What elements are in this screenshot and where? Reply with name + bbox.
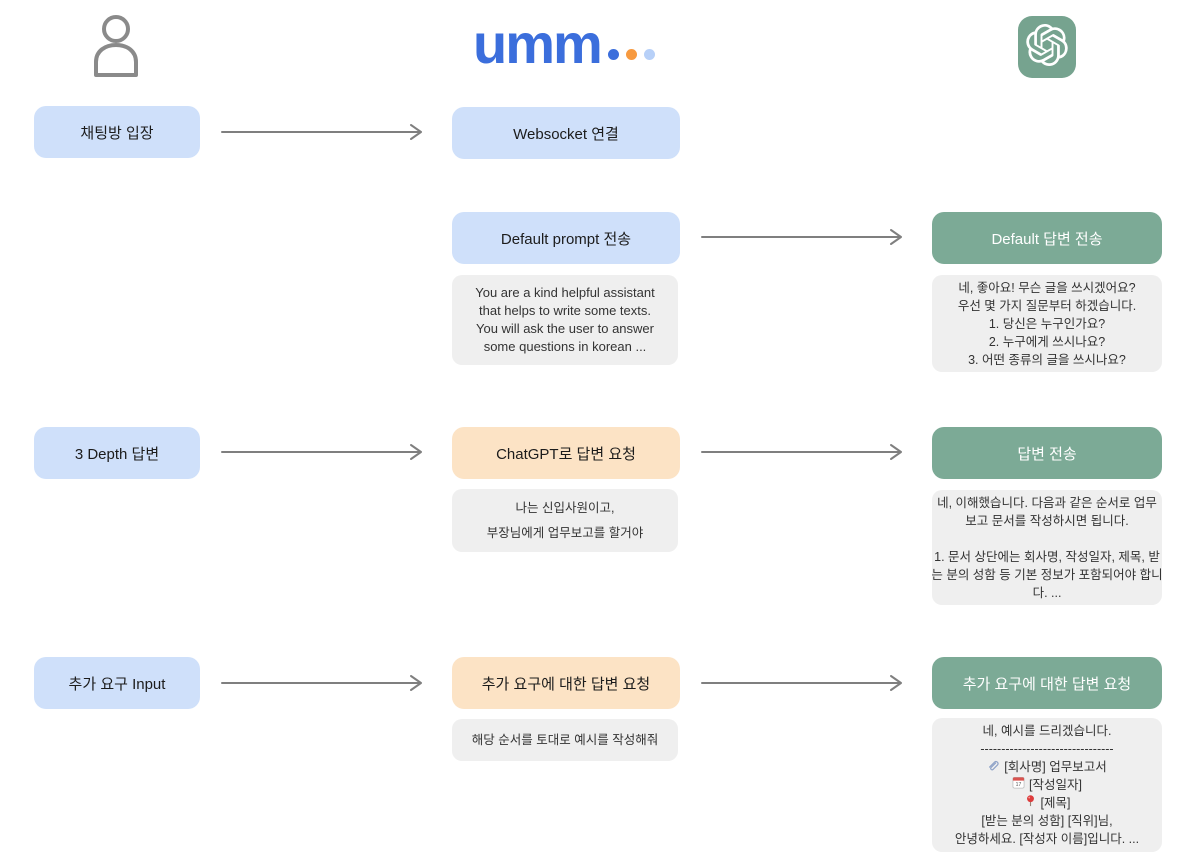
box-default-prompt-send: Default prompt 전송 (452, 212, 680, 264)
box-additional-reply: 추가 요구에 대한 답변 요청 (932, 657, 1162, 709)
chatgpt-logo-tile (1018, 16, 1076, 78)
note-line: 는 분의 성함 등 기본 정보가 포함되어야 합니 (931, 567, 1163, 582)
note-line-text: [제목] (1040, 796, 1071, 810)
note-line: 해당 순서를 토대로 예시를 작성해줘 (471, 733, 659, 747)
note-line: 나는 신입사원이고, (515, 500, 615, 515)
note-line: 다. ... (1032, 585, 1062, 600)
note-default-reply: 네, 좋아요! 무슨 글을 쓰시겠어요? 우선 몇 가지 질문부터 하겠습니다.… (932, 275, 1162, 372)
note-line: 안녕하세요. [작성자 이름]입니다. ... (955, 830, 1139, 848)
box-reply-send: 답변 전송 (932, 427, 1162, 479)
calendar-icon: 17 (1012, 776, 1025, 794)
arrow-right-icon (701, 229, 902, 245)
arrow-right-icon (221, 675, 422, 691)
logo-dot-orange (625, 49, 637, 60)
note-line-text: [작성일자] (1029, 778, 1082, 792)
note-line-text: 안녕하세요. [작성자 이름]입니다. ... (954, 832, 1140, 846)
note-line: 네, 예시를 드리겠습니다. (983, 722, 1112, 740)
logo-dot-blue (607, 49, 619, 60)
note-line: 보고 문서를 작성하시면 됩니다. (965, 513, 1129, 528)
note-line: 1. 당신은 누구인가요? (988, 316, 1106, 331)
box-default-reply-send: Default 답변 전송 (932, 212, 1162, 264)
umm-logo: umm (473, 12, 655, 75)
note-line: some questions in korean ... (483, 339, 647, 354)
note-line: [받는 분의 성함] [직위]님, (981, 812, 1112, 830)
note-line: 우선 몇 가지 질문부터 하겠습니다. (957, 298, 1137, 313)
note-line: [제목] (1024, 794, 1071, 812)
note-line-text: [받는 분의 성함] [직위]님, (981, 814, 1113, 828)
note-default-prompt: You are a kind helpful assistant that he… (452, 275, 678, 365)
note-line: that helps to write some texts. (479, 303, 651, 318)
arrow-right-icon (701, 444, 902, 460)
box-additional-input: 추가 요구 Input (34, 657, 200, 709)
box-additional-request: 추가 요구에 대한 답변 요청 (452, 657, 680, 709)
box-websocket-connect: Websocket 연결 (452, 107, 680, 159)
note-line: [회사명] 업무보고서 (987, 758, 1107, 776)
note-line: 17 [작성일자] (1012, 776, 1082, 794)
person-icon (92, 14, 140, 83)
openai-icon (1026, 23, 1068, 71)
note-reply-detail: 네, 이해했습니다. 다음과 같은 순서로 업무 보고 문서를 작성하시면 됩니… (931, 490, 1163, 605)
note-user-intro: 나는 신입사원이고, 부장님에게 업무보고를 할거야 (452, 489, 678, 552)
note-line-text: [회사명] 업무보고서 (1004, 760, 1107, 774)
note-additional-reply: 네, 예시를 드리겠습니다. -------------------------… (932, 718, 1162, 852)
box-chatgpt-request: ChatGPT로 답변 요청 (452, 427, 680, 479)
logo-dot-lightblue (643, 49, 655, 60)
arrow-right-icon (221, 444, 422, 460)
dashed-separator: -------------------------------- (980, 740, 1113, 758)
umm-logo-text: umm (473, 12, 603, 75)
note-line: 네, 이해했습니다. 다음과 같은 순서로 업무 (937, 495, 1157, 510)
paperclip-icon (987, 758, 1000, 776)
note-line: 1. 문서 상단에는 회사명, 작성일자, 제목, 받 (934, 549, 1160, 564)
note-line: 네, 좋아요! 무슨 글을 쓰시겠어요? (958, 280, 1136, 295)
note-additional-request: 해당 순서를 토대로 예시를 작성해줘 (452, 719, 678, 761)
svg-text:17: 17 (1016, 782, 1022, 788)
note-line: You are a kind helpful assistant (475, 285, 655, 300)
arrow-right-icon (701, 675, 902, 691)
arrow-right-icon (221, 124, 422, 140)
note-line-text: -------------------------------- (980, 742, 1114, 756)
note-line: 부장님에게 업무보고를 할거야 (486, 525, 644, 540)
pushpin-icon (1024, 794, 1037, 812)
note-line: You will ask the user to answer (475, 321, 654, 336)
box-3depth-answer: 3 Depth 답변 (34, 427, 200, 479)
note-line: 2. 누구에게 쓰시나요? (988, 334, 1106, 349)
note-line: 3. 어떤 종류의 글을 쓰시나요? (968, 352, 1126, 367)
note-line-text: 네, 예시를 드리겠습니다. (982, 724, 1112, 738)
box-enter-chatroom: 채팅방 입장 (34, 106, 200, 158)
